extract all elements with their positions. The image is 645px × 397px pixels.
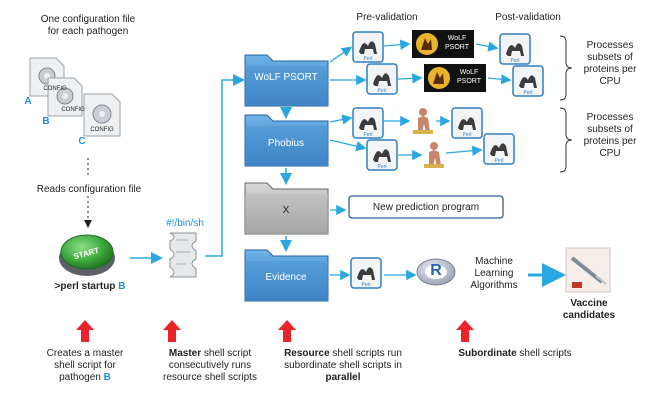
phobius-figure-1 — [413, 108, 433, 134]
arrow-script-to-pipeline — [205, 74, 245, 257]
arrow-phob-to-pre-2 — [329, 139, 367, 152]
shell-script-icon — [169, 232, 197, 278]
pre-validation-label: Pre-validation — [356, 12, 418, 23]
config-file-c — [83, 93, 121, 137]
folder-label-wolf-psort: WoLF PSORT — [254, 72, 318, 83]
arrow-phob-to-pre-1 — [329, 114, 353, 125]
perl-tag: Perl — [363, 132, 373, 138]
brace-2 — [559, 107, 573, 173]
new-program-label: New prediction program — [372, 202, 480, 213]
reads-config-label: Reads configuration file — [36, 184, 142, 195]
perl-tag: Perl — [523, 90, 533, 96]
camel-icon — [458, 117, 476, 130]
camel-icon — [359, 117, 377, 130]
perl-tag: Perl — [462, 132, 472, 138]
camel-icon — [490, 143, 508, 156]
camel-icon — [519, 75, 537, 88]
wolf-psort-logo-1 — [412, 30, 474, 58]
red-up-arrow — [76, 320, 94, 342]
start-button — [59, 234, 115, 276]
file-letter-b: B — [42, 116, 50, 127]
folder-label-evidence: Evidence — [265, 272, 307, 283]
phobius-figure-2 — [424, 142, 444, 168]
perl-tag: Perl — [361, 282, 371, 288]
folder-x — [244, 182, 329, 235]
arrow-wolf-to-pre-1 — [329, 46, 353, 63]
new-program-box — [348, 195, 504, 219]
folder-evidence — [244, 249, 329, 302]
caption-resource-scripts: Resource shell scripts run subordinate s… — [284, 348, 402, 383]
post-validation-label: Post-validation — [495, 12, 561, 23]
perl-tag: Perl — [377, 88, 387, 94]
red-up-arrow — [278, 320, 296, 342]
arrow-wolf-to-post-2 — [487, 74, 512, 85]
arrow-pre-to-wolf-2 — [397, 73, 423, 84]
perl-startup-command: >perl startup B — [54, 281, 126, 292]
file-letter-c: C — [78, 136, 86, 147]
camel-icon — [506, 43, 524, 56]
red-up-arrow — [456, 320, 474, 342]
shebang-label: #!/bin/sh — [166, 218, 204, 229]
perl-tag: Perl — [377, 164, 387, 170]
perl-tag: Perl — [510, 58, 520, 64]
arrow-wolf-to-post-1 — [475, 41, 499, 52]
config-caption: One configuration file for each pathogen — [40, 14, 136, 37]
camel-icon — [373, 73, 391, 86]
r-logo-icon — [416, 258, 456, 286]
caption-master-script: Master shell script consecutively runs r… — [163, 348, 257, 383]
folder-phobius — [244, 114, 329, 167]
folder-label-x: X — [282, 205, 290, 216]
camel-icon — [359, 41, 377, 54]
arrow-pre-to-wolf-1 — [383, 39, 411, 50]
file-letter-a: A — [24, 96, 32, 107]
wolf-psort-logo-2 — [424, 64, 486, 92]
config-file-b — [47, 77, 83, 117]
r-letter: R — [430, 262, 442, 279]
config-file-label-b: CONFIG — [61, 107, 85, 113]
perl-tag: Perl — [494, 158, 504, 164]
caption-subordinate-scripts: Subordinate shell scripts — [458, 348, 572, 359]
caption-creates-master: Creates a master shell script for pathog… — [46, 348, 124, 383]
camel-icon — [373, 149, 391, 162]
config-file-label-c: CONFIG — [90, 127, 114, 133]
arrow-phob-to-post-2 — [445, 145, 483, 156]
vaccine-image — [565, 247, 611, 293]
folder-wolf-psort — [244, 54, 329, 107]
config-file-label-a: CONFIG — [43, 86, 67, 92]
camel-icon — [357, 267, 375, 280]
brace-1 — [559, 35, 573, 101]
perl-tag: Perl — [363, 56, 373, 62]
red-up-arrow — [163, 320, 181, 342]
folder-label-phobius: Phobius — [267, 138, 305, 149]
